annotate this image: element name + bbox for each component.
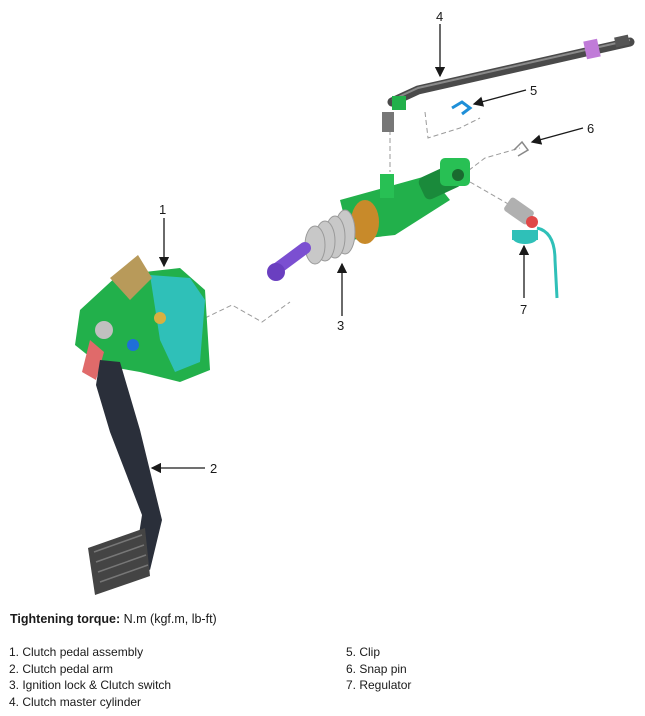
clip-part xyxy=(451,100,473,116)
master-cylinder-part xyxy=(267,158,470,281)
legend-item: 4. Clutch master cylinder xyxy=(9,694,142,709)
legend-item: 1. Clutch pedal assembly xyxy=(9,645,144,659)
callout-4: 4 xyxy=(436,9,443,24)
legend-item: 7. Regulator xyxy=(346,678,412,693)
exploded-diagram: 1 2 3 4 5 6 7 xyxy=(75,9,635,595)
legend-left-column: 1. Clutch pedal assembly 2. Clutch pedal… xyxy=(9,644,171,710)
tightening-torque-note: Tightening torque: N.m (kgf.m, lb-ft) xyxy=(10,612,217,626)
pedal-assembly-part xyxy=(75,255,210,382)
callout-leaders xyxy=(150,24,584,474)
legend-item: 2. Clutch pedal arm xyxy=(9,661,114,676)
callout-5: 5 xyxy=(530,83,537,98)
torque-label: Tightening torque: xyxy=(10,612,121,626)
pedal-arm-part xyxy=(88,360,162,595)
pipe-tube xyxy=(382,34,635,132)
legend-item: 3. Ignition lock & Clutch switch xyxy=(9,678,172,693)
torque-units: N.m (kgf.m, lb-ft) xyxy=(120,612,217,626)
legend-item: 6. Snap pin xyxy=(346,661,407,676)
snap-pin-part xyxy=(513,140,530,157)
callout-3: 3 xyxy=(337,318,344,333)
rubber-boot xyxy=(304,209,356,265)
callout-2: 2 xyxy=(210,461,217,476)
leader-6 xyxy=(530,127,584,145)
leader-5 xyxy=(472,89,527,107)
regulator-part xyxy=(504,197,559,299)
callout-7: 7 xyxy=(520,302,527,317)
legend-item: 5. Clip xyxy=(346,645,381,659)
legend-right-column: 5. Clip 6. Snap pin 7. Regulator xyxy=(346,644,411,694)
callout-1: 1 xyxy=(159,202,166,217)
callout-6: 6 xyxy=(587,121,594,136)
